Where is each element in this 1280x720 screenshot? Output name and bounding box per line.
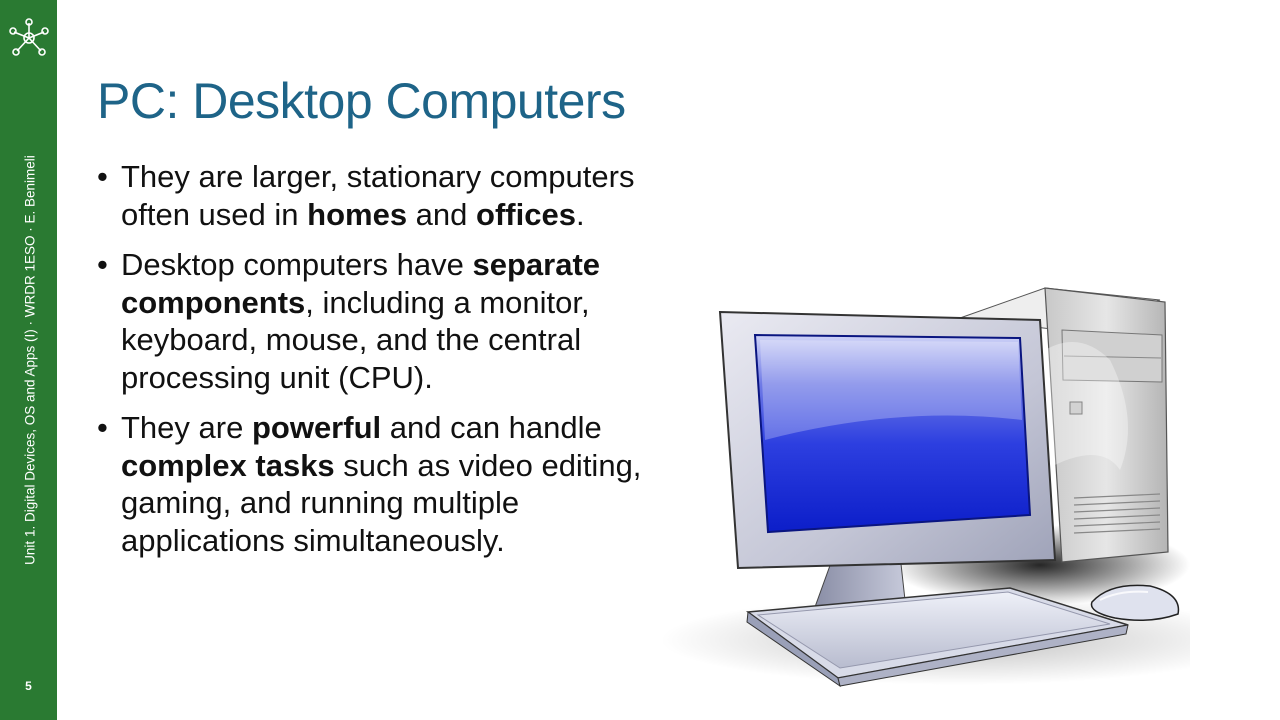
- bullet-item: Desktop computers have separate componen…: [97, 246, 657, 396]
- bullet-text: .: [575, 196, 585, 232]
- bullet-text: and can handle: [381, 410, 602, 445]
- bullet-list: They are larger, stationary computers of…: [97, 158, 657, 572]
- desktop-computer-icon: [660, 287, 1190, 688]
- bullet-text-bold: powerful: [251, 410, 382, 445]
- bullet-text: and: [407, 196, 477, 232]
- page-number: 5: [25, 679, 32, 693]
- bullet-item: They are powerful and can handle complex…: [97, 409, 657, 559]
- bullet-text: Desktop computers have: [121, 247, 473, 282]
- bullet-text-bold: offices: [476, 196, 576, 232]
- bullet-text-bold: complex tasks: [121, 447, 335, 483]
- bullet-text: such as video editing, gaming, and runni…: [121, 447, 642, 558]
- bullet-text-bold: homes: [307, 196, 408, 232]
- bullet-text: , including a monitor, keyboard, mouse, …: [121, 284, 590, 395]
- bullet-text-bold: separate components: [121, 247, 601, 320]
- bullet-item: They are larger, stationary computers of…: [97, 158, 657, 233]
- course-label: Unit 1. Digital Devices, OS and Apps (I)…: [22, 155, 38, 565]
- network-nodes-icon: [9, 18, 49, 56]
- bullet-text: They are larger, stationary computers of…: [121, 159, 635, 232]
- bullet-text: They are: [121, 410, 252, 445]
- slide-title: PC: Desktop Computers: [97, 73, 626, 129]
- sidebar: Unit 1. Digital Devices, OS and Apps (I)…: [0, 0, 57, 720]
